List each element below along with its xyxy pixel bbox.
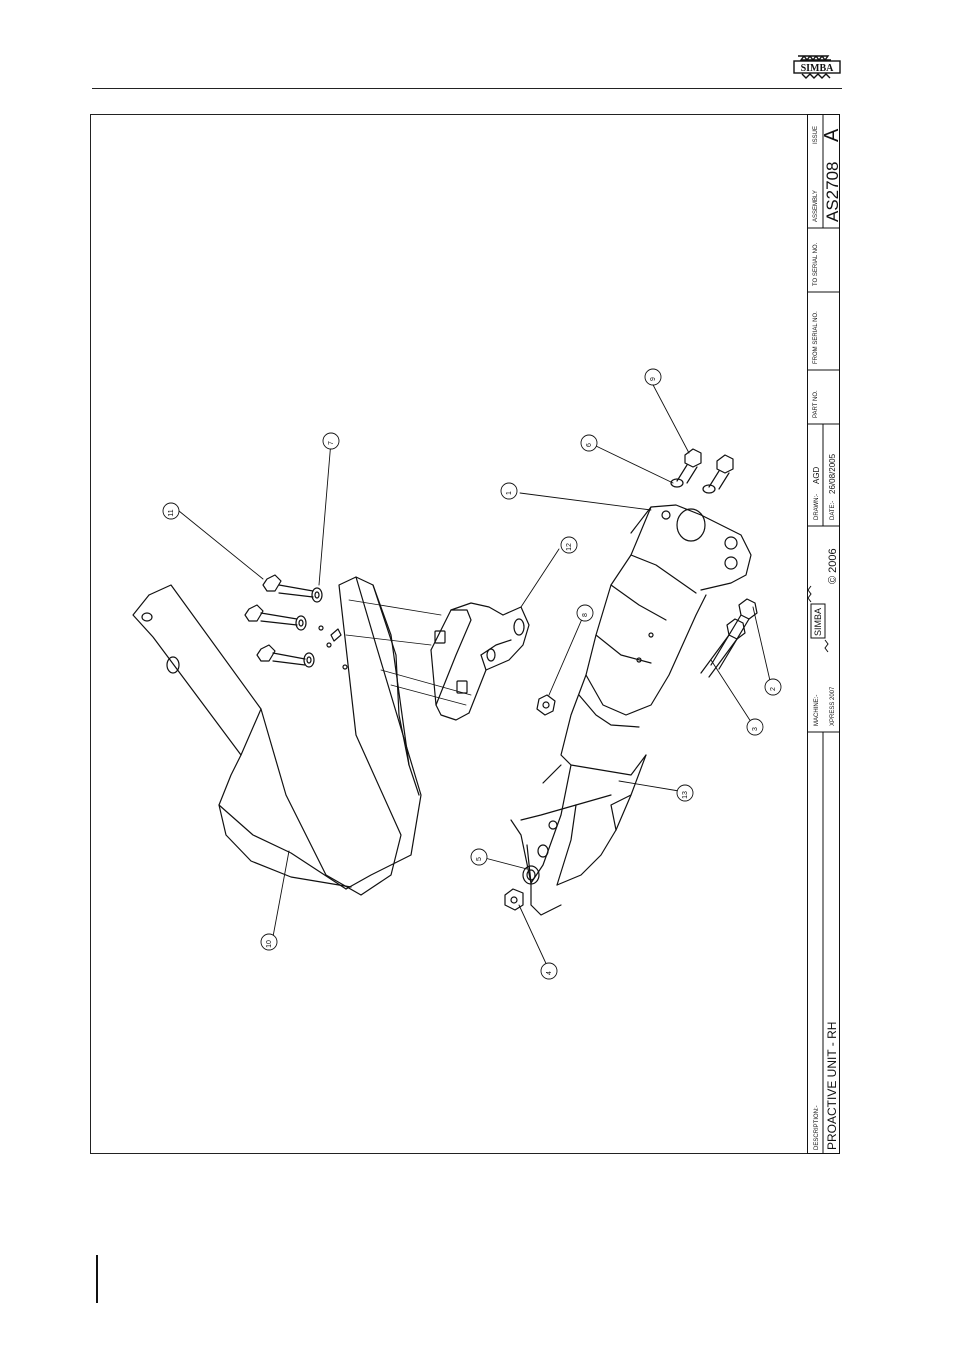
copyright: © 2006 (827, 548, 839, 584)
callout-leaders (179, 381, 771, 970)
callout-6: 6 (586, 443, 593, 447)
drawn-value: AGD (812, 466, 821, 484)
machine-value: XPRESS 2007 (830, 686, 836, 726)
callout-4: 4 (546, 971, 553, 975)
callout-10: 10 (266, 940, 273, 948)
description-label: DESCRIPTION:- (814, 1105, 820, 1150)
assembly-value: AS2708 (823, 162, 840, 223)
callout-5: 5 (476, 857, 483, 861)
part-4-5-nut-washer (505, 866, 539, 910)
callout-8: 8 (582, 613, 589, 617)
part-9-bolts (677, 449, 733, 489)
title-block: ISSUE A ASSEMBLY AS2708 TO SERIAL NO. FR… (807, 114, 840, 1154)
description-value: PROACTIVE UNIT - RH (825, 1022, 839, 1150)
title-block-logo-text: SIMBA (813, 608, 823, 636)
callout-3: 3 (752, 727, 759, 731)
simba-logo: SIMBA (792, 54, 842, 80)
callout-9: 9 (650, 377, 657, 381)
callout-bubbles (163, 369, 781, 979)
part-12-clamp-bracket (431, 603, 529, 720)
drawn-label: DRAWN:- (814, 494, 820, 520)
page-margin-mark (96, 1255, 98, 1303)
part-8-nut (537, 695, 555, 715)
part-1-leg-tube (561, 505, 751, 775)
issue-label: ISSUE (813, 126, 819, 144)
callout-7: 7 (328, 441, 335, 445)
machine-label: MACHINE:- (814, 695, 820, 726)
date-label: DATE:- (830, 501, 836, 520)
exploded-assembly-drawing: 1 2 3 4 5 6 7 8 9 10 11 12 13 (91, 115, 807, 1152)
header-divider (92, 88, 842, 89)
callout-12: 12 (566, 543, 573, 551)
from-serial-label: FROM SERIAL NO. (813, 311, 819, 364)
assembly-projection-lines (346, 600, 471, 705)
part-2-3-bolts (701, 599, 757, 677)
callout-2: 2 (770, 687, 777, 691)
assembly-label: ASSEMBLY (813, 190, 819, 222)
logo-text: SIMBA (801, 63, 835, 74)
date-value: 26/08/2005 (828, 453, 837, 494)
part-13-tine-arm (511, 755, 646, 915)
part-no-label: PART NO. (813, 390, 819, 418)
part-10-u-frame (133, 577, 421, 895)
part-7-washers (296, 588, 322, 667)
callout-13: 13 (682, 791, 689, 799)
callout-1: 1 (506, 491, 513, 495)
issue-value: A (821, 128, 840, 142)
callout-11: 11 (168, 509, 175, 516)
to-serial-label: TO SERIAL NO. (813, 242, 819, 286)
part-11-bolts (245, 575, 313, 665)
